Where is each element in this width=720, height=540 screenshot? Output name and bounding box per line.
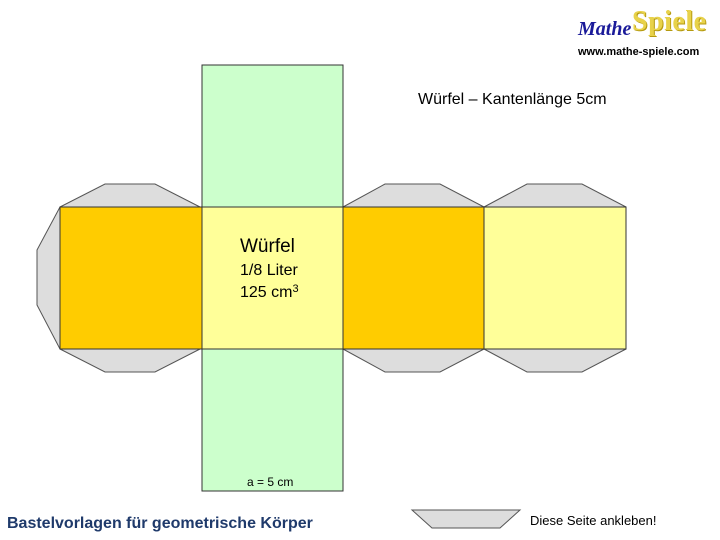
face-title: Würfel: [240, 236, 295, 257]
volume-cubic-cm: 125 cm3: [240, 283, 299, 302]
glue-instruction: Diese Seite ankleben!: [530, 513, 657, 528]
logo-spiele: Spiele: [632, 6, 707, 37]
volume-cm-value: 125 cm: [240, 284, 293, 301]
footer-title: Bastelvorlagen für geometrische Körper: [7, 515, 313, 532]
page-heading: Würfel – Kantenlänge 5cm: [418, 91, 607, 108]
glue-tab-left: [36, 206, 61, 350]
glue-tab-top-4: [483, 183, 627, 208]
glue-tab-bottom-4: [483, 348, 627, 373]
face-back-yellow: [483, 206, 627, 350]
face-bottom-green: [201, 348, 344, 492]
volume-liters: 1/8 Liter: [240, 262, 298, 279]
glue-tab-bottom-3: [342, 348, 485, 373]
mathe-spiele-logo: Mathe Spiele: [578, 6, 714, 42]
volume-cm-exponent: 3: [292, 283, 299, 295]
face-top-green: [201, 64, 344, 208]
logo-mathe: Mathe: [578, 18, 632, 40]
website-url: www.mathe-spiele.com: [578, 46, 700, 58]
edge-length-label: a = 5 cm: [247, 475, 294, 489]
glue-tab-footer: [410, 509, 522, 529]
face-left-orange: [59, 206, 203, 350]
face-right-orange: [342, 206, 485, 350]
glue-tab-bottom-1: [59, 348, 201, 373]
glue-tab-top-3: [342, 183, 485, 208]
face-front-yellow: [201, 206, 344, 350]
glue-tab-top-1: [59, 183, 201, 208]
